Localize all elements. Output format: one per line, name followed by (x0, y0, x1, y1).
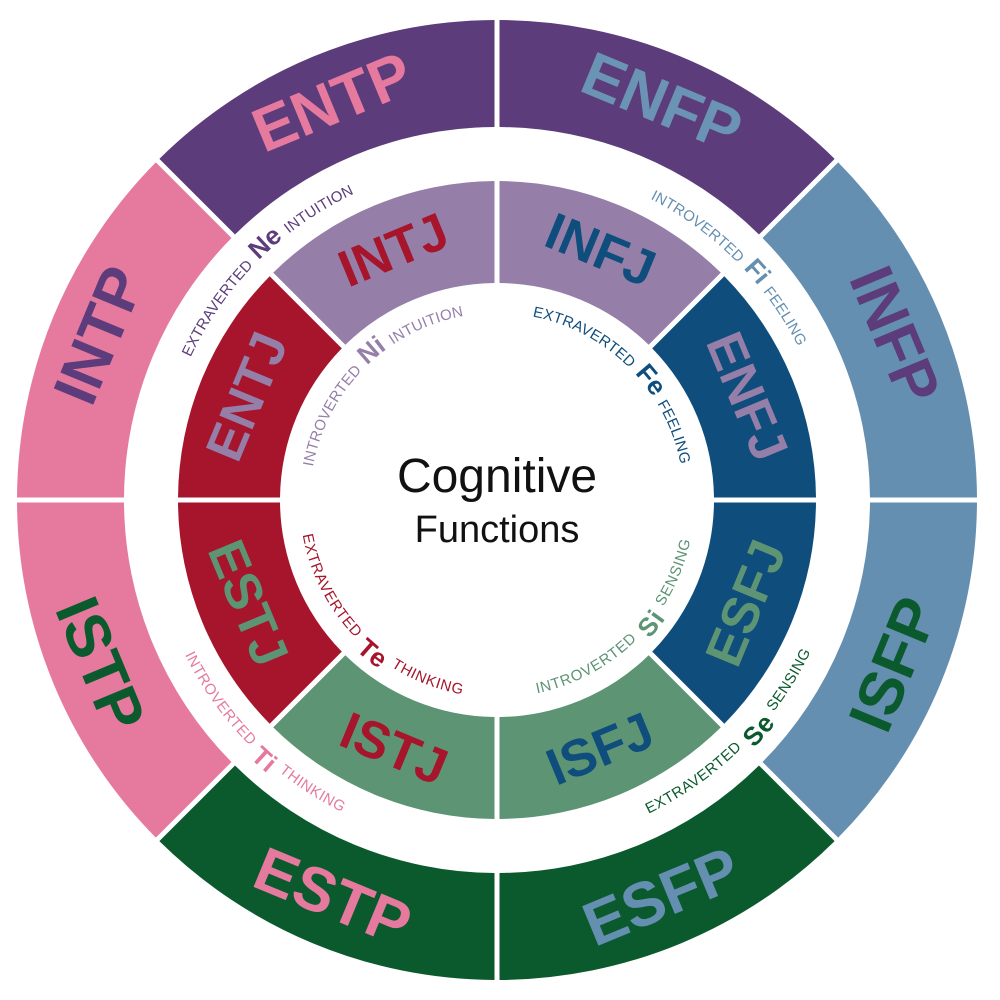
segment-estp (159, 765, 495, 980)
segment-isfj (499, 655, 721, 819)
segment-infj (499, 181, 721, 345)
center-title: Cognitive (397, 450, 597, 503)
segment-esfj (652, 502, 816, 724)
function-label-fe: EXTRAVERTED Fe FEELING (532, 304, 694, 466)
function-suffix: INTUITION (386, 303, 465, 348)
segment-isfp (762, 502, 977, 838)
segment-enfp (499, 20, 835, 235)
segment-intp (17, 162, 232, 498)
segment-entp (159, 20, 495, 235)
segment-entj (178, 276, 342, 498)
center-label: Cognitive Functions (397, 450, 597, 551)
function-suffix: FEELING (654, 397, 694, 465)
segment-infp (762, 162, 977, 498)
function-label-ni: INTROVERTED Ni INTUITION (300, 303, 464, 467)
segment-intj (273, 181, 495, 345)
segment-istp (17, 502, 232, 838)
function-suffix: SENSING (652, 537, 694, 609)
function-label-te: EXTRAVERTED Te THINKING (299, 532, 465, 698)
segment-enfj (652, 276, 816, 498)
segment-esfp (499, 765, 835, 980)
function-suffix: THINKING (389, 655, 465, 698)
function-label-si: INTROVERTED Si SENSING (534, 537, 694, 697)
segment-estj (178, 502, 342, 724)
center-subtitle: Functions (415, 509, 580, 551)
segment-istj (273, 655, 495, 819)
